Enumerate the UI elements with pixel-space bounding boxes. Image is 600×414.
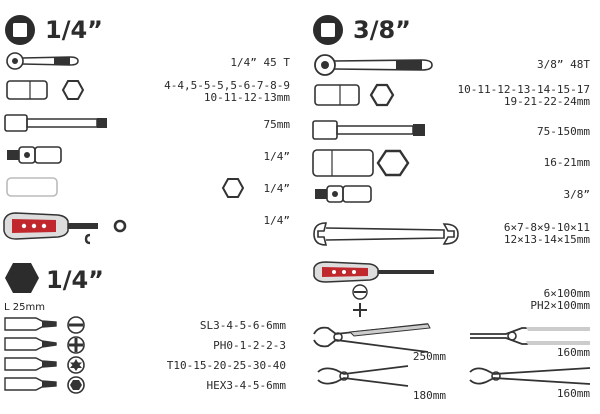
hexagon-large-icon	[369, 83, 395, 107]
phillips-bit-icon	[4, 337, 57, 351]
hexagon-icon	[61, 80, 85, 100]
universal-joint-label: 1/4”	[263, 150, 291, 163]
bits-section-title: 1/4”	[46, 266, 104, 294]
screwdriver-sizes-line-1: 6×100mm	[543, 287, 590, 300]
wrench-sizes-line-2: 12×13-14×15mm	[503, 232, 590, 246]
socket-large-sizes-label: 10-11-12-13-14-15-17 19-21-22-24mm	[458, 84, 590, 107]
combination-wrench-icon	[313, 222, 459, 246]
phillips-bits-label: PH0-1-2-2-3	[213, 339, 286, 352]
pliers-250-label: 250mm	[412, 350, 446, 363]
wrench-sizes-line-1: 6×7-8×9-10×11	[503, 221, 590, 234]
pliers-180-label: 180mm	[412, 389, 446, 402]
slotted-circle-icon	[352, 284, 368, 300]
combination-pliers-icon	[317, 365, 409, 387]
ratchet-icon	[6, 52, 79, 70]
hex-bit-icon	[4, 377, 57, 391]
spark-plug-socket-label: 16-21mm	[543, 156, 590, 169]
hex-bits-label: HEX3-4-5-6mm	[206, 379, 286, 392]
square-drive-icon	[5, 15, 35, 45]
diagonal-cutter-icon	[469, 367, 591, 385]
pliers-160-label-2: 160mm	[556, 387, 590, 400]
socket-sizes-label: 4-4,5-5-5,5-6-7-8-9 10-11-12-13mm	[164, 80, 290, 103]
torx-tip-icon	[67, 356, 85, 374]
left-section-title: 1/4”	[45, 16, 103, 44]
ratchet-large-icon	[314, 54, 433, 76]
long-nose-pliers-icon	[470, 327, 590, 345]
ratchet-large-label: 3/8” 48T	[537, 58, 590, 71]
screwdriver-icon	[313, 261, 434, 283]
extension-large-label: 75-150mm	[537, 125, 590, 138]
spark-plug-socket-icon	[312, 149, 410, 177]
phillips-tip-icon	[67, 336, 85, 354]
torx-bits-label: T10-15-20-25-30-40	[166, 359, 286, 372]
socket-large-icon	[314, 84, 360, 106]
universal-joint-large-icon	[315, 185, 372, 203]
universal-joint-large-label: 3/8”	[563, 188, 591, 201]
socket-sizes-line-2: 10-11-12-13mm	[203, 90, 290, 104]
bit-holder-label: 1/4”	[263, 214, 291, 227]
pliers-160-label-1: 160mm	[556, 346, 590, 359]
extension-large-icon	[312, 120, 425, 140]
extension-label: 75mm	[263, 118, 291, 131]
bit-screwdriver-icon	[3, 212, 127, 245]
torx-bit-icon	[4, 357, 57, 371]
universal-joint-icon	[7, 146, 62, 164]
socket-icon	[6, 80, 48, 100]
socket-large-sizes-line-1: 10-11-12-13-14-15-17	[457, 83, 590, 96]
water-pump-pliers-icon	[313, 323, 431, 353]
screwdriver-sizes-line-2: PH2×100mm	[530, 298, 590, 312]
hexagon-outline-icon	[221, 178, 245, 198]
socket-large-sizes-line-2: 19-21-22-24mm	[503, 94, 590, 108]
slotted-bit-icon	[4, 317, 57, 331]
socket-sizes-line-1: 4-4,5-5-5,5-6-7-8-9	[164, 79, 290, 92]
hex-tip-icon	[67, 376, 85, 394]
bits-length-label: L 25mm	[4, 302, 45, 313]
adapter-socket-icon	[6, 177, 58, 197]
extension-bar-icon	[4, 114, 107, 132]
ratchet-label: 1/4” 45 T	[230, 56, 290, 69]
wrench-sizes-label: 6×7-8×9-10×11 12×13-14×15mm	[504, 222, 590, 245]
right-section-title: 3/8”	[353, 16, 411, 44]
hex-drive-icon	[5, 263, 39, 293]
phillips-cross-icon	[353, 303, 367, 317]
adapter-label: 1/4”	[263, 182, 291, 195]
screwdriver-sizes-label: 6×100mm PH2×100mm	[530, 288, 590, 311]
slotted-tip-icon	[67, 316, 85, 334]
slotted-bits-label: SL3-4-5-6-6mm	[199, 319, 286, 332]
square-drive-icon-large	[313, 15, 343, 45]
